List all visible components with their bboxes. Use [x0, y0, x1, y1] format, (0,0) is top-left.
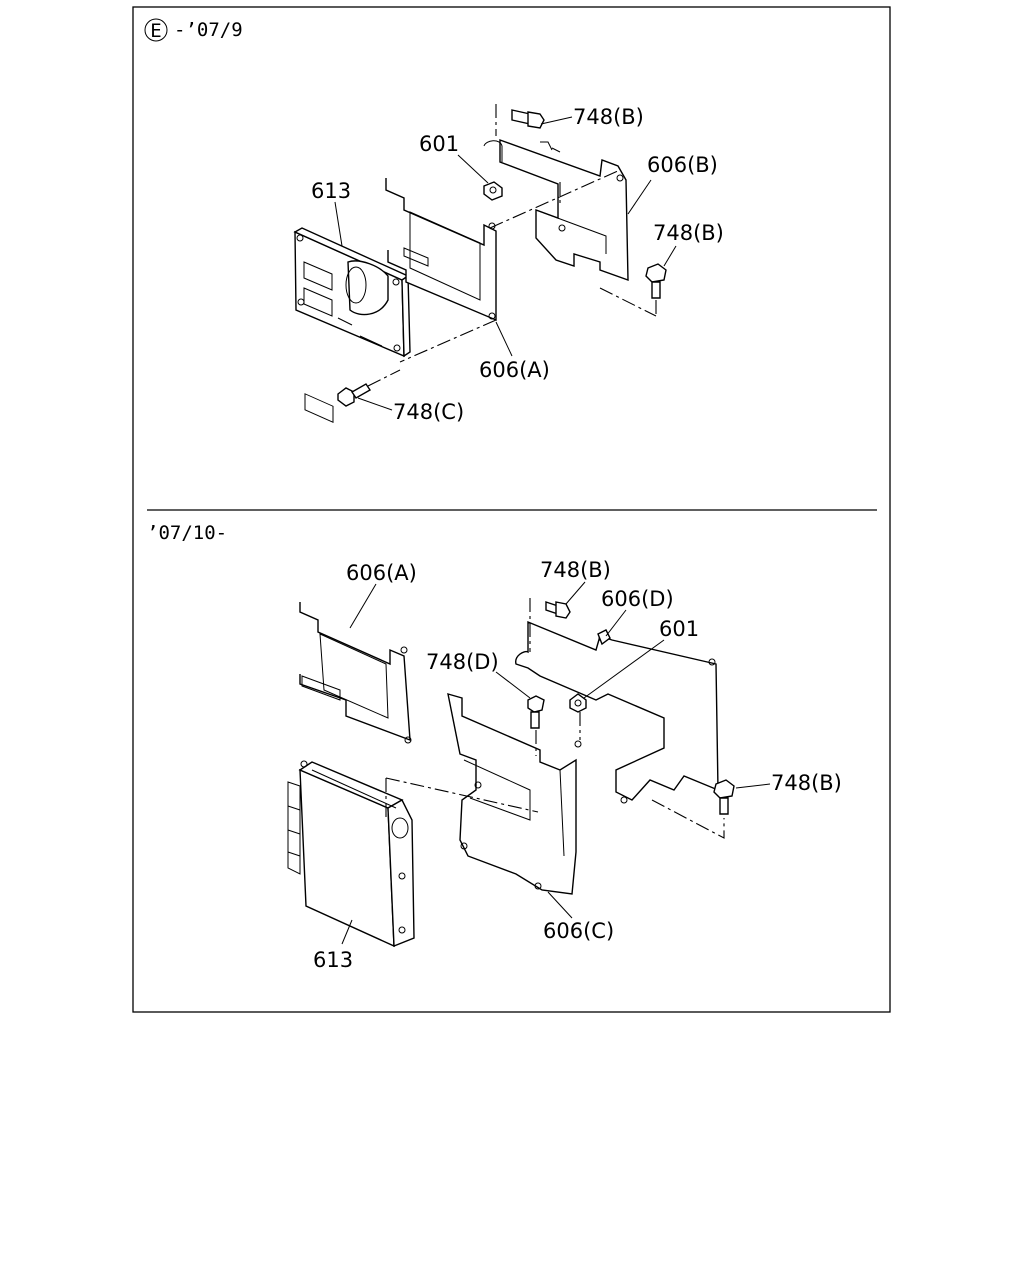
bolt-748c-top [337, 383, 371, 407]
callout-748b-top-upper: 748(B) [573, 105, 644, 129]
callout-748d-bottom: 748(D) [426, 650, 499, 674]
callout-601-bottom: 601 [659, 617, 699, 641]
diagram-frame [132, 6, 891, 1013]
callout-606d-bottom: 606(D) [601, 587, 674, 611]
callout-748b-top-right: 748(B) [653, 221, 724, 245]
bolt-748b-bottom-right [713, 779, 735, 815]
ecu-613-top [293, 227, 411, 423]
callout-748c-top: 748(C) [393, 400, 464, 424]
bolt-748b-top-upper [511, 109, 545, 129]
bracket-606d-bottom [515, 620, 719, 804]
bolt-748d-bottom [527, 695, 545, 729]
bracket-606c-bottom [447, 693, 582, 895]
bottom-date-range: ’07/10- [147, 522, 227, 544]
callout-748b-bottom-upper: 748(B) [540, 558, 611, 582]
callout-613-bottom: 613 [313, 948, 353, 972]
callout-606a-bottom: 606(A) [346, 561, 417, 585]
bottom-panel: ’07/10- [147, 522, 842, 972]
top-date-range: -’07/9 [174, 19, 243, 41]
callout-606a-top: 606(A) [479, 358, 550, 382]
circled-marker [144, 18, 168, 42]
callout-613-top: 613 [311, 179, 351, 203]
bracket-606b-top [483, 139, 629, 282]
callout-606c-bottom: 606(C) [543, 919, 614, 943]
top-panel: E -’07/9 [144, 18, 724, 424]
bolt-748b-bottom-upper [545, 601, 571, 619]
callout-606b-top: 606(B) [647, 153, 718, 177]
callout-601-top: 601 [419, 132, 459, 156]
marker-letter: E [150, 20, 161, 42]
nut-601-top [483, 181, 503, 201]
bolt-748b-top-right [645, 263, 667, 299]
stud-606d [597, 629, 611, 646]
callout-748b-bottom-right: 748(B) [771, 771, 842, 795]
nut-601-bottom [569, 693, 587, 713]
ecu-613-bottom [287, 760, 415, 948]
bracket-606a-bottom [299, 602, 412, 744]
